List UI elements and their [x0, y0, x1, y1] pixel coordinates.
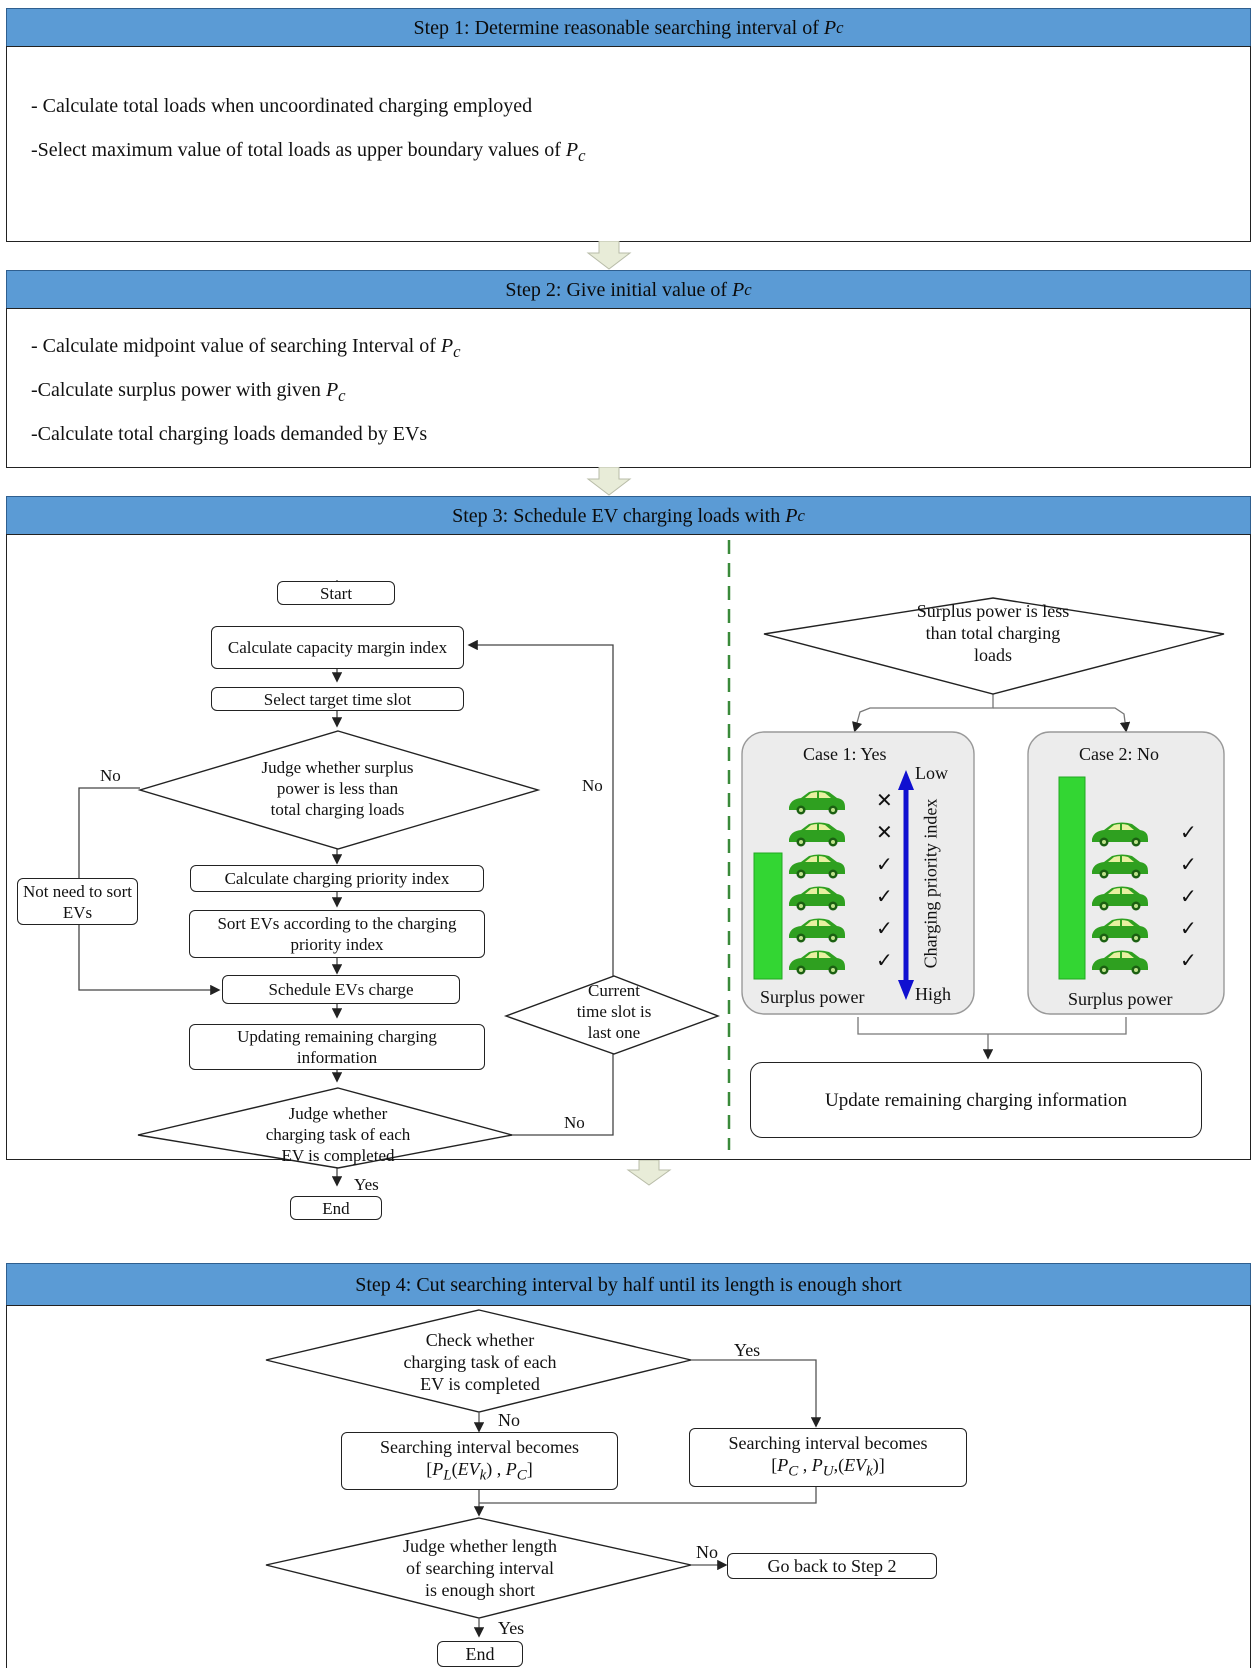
calc-priority-box: Calculate charging priority index: [190, 865, 484, 892]
high-label: High: [915, 984, 951, 1004]
step1-var: P: [823, 16, 837, 39]
step1-header: Step 1: Determine reasonable searching i…: [6, 8, 1251, 48]
case1-surplus-bar: [753, 852, 783, 980]
schedule-box: Schedule EVs charge: [222, 975, 460, 1004]
case2-title: Case 2: No: [1079, 744, 1159, 764]
current-slot-diamond: [503, 975, 720, 1055]
update-box: Update remaining charging information: [750, 1062, 1202, 1138]
step2-panel: - Calculate midpoint value of searching …: [6, 308, 1251, 468]
label-no-task: No: [564, 1113, 585, 1132]
case1-surplus-label: Surplus power: [760, 987, 865, 1007]
step1-line-2: -Select maximum value of total loads as …: [31, 139, 586, 165]
step2-line-2: -Calculate surplus power with given Pc: [31, 379, 346, 405]
label-yes-task: Yes: [354, 1175, 379, 1194]
down-arrow-icon: [626, 1160, 672, 1186]
not-need-box: Not need to sort EVs: [17, 878, 138, 925]
surplus-less-diamond: [763, 597, 1225, 695]
case2-surplus-bar: [1058, 776, 1086, 980]
interval-right-box: Searching interval becomes [PC , PU,(EVk…: [689, 1428, 967, 1487]
low-label: Low: [915, 763, 948, 783]
end-box-step4: End: [437, 1641, 523, 1667]
step4-header: Step 4: Cut searching interval by half u…: [6, 1263, 1251, 1307]
judge-surplus-diamond: [137, 730, 541, 850]
start-box: Start: [277, 581, 395, 605]
end-box: End: [290, 1196, 382, 1220]
step2-line-3: -Calculate total charging loads demanded…: [31, 423, 428, 445]
label-no-check: No: [498, 1410, 520, 1430]
sort-evs-box: Sort EVs according to the charging prior…: [189, 910, 485, 958]
label-no-length: No: [696, 1542, 718, 1562]
go-back-box: Go back to Step 2: [727, 1553, 937, 1579]
judge-task-diamond: [137, 1087, 513, 1169]
label-yes-length: Yes: [498, 1618, 525, 1638]
step1-line-1: - Calculate total loads when uncoordinat…: [31, 95, 533, 117]
case1-title: Case 1: Yes: [803, 744, 887, 764]
label-no-left: No: [100, 766, 121, 785]
step2-line-1: - Calculate midpoint value of searching …: [31, 335, 461, 361]
capacity-box: Calculate capacity margin index: [211, 626, 464, 669]
step3-header: Step 3: Schedule EV charging loads with …: [6, 496, 1251, 536]
step2-title: Step 2: Give initial value of: [505, 278, 727, 301]
label-no-loop: No: [582, 776, 603, 795]
label-yes-check: Yes: [734, 1340, 761, 1360]
select-slot-box: Select target time slot: [211, 687, 464, 711]
down-arrow-icon: [586, 241, 632, 270]
case2-surplus-label: Surplus power: [1068, 989, 1173, 1009]
down-arrow-icon: [586, 467, 632, 496]
step1-panel: - Calculate total loads when uncoordinat…: [6, 46, 1251, 242]
step1-title: Step 1: Determine reasonable searching i…: [413, 16, 819, 39]
step3-title: Step 3: Schedule EV charging loads with: [452, 504, 781, 527]
updating-box: Updating remaining charging information: [189, 1024, 485, 1070]
interval-left-box: Searching interval becomes [PL(EVk) , PC…: [341, 1432, 618, 1490]
step4-title: Step 4: Cut searching interval by half u…: [355, 1273, 902, 1296]
